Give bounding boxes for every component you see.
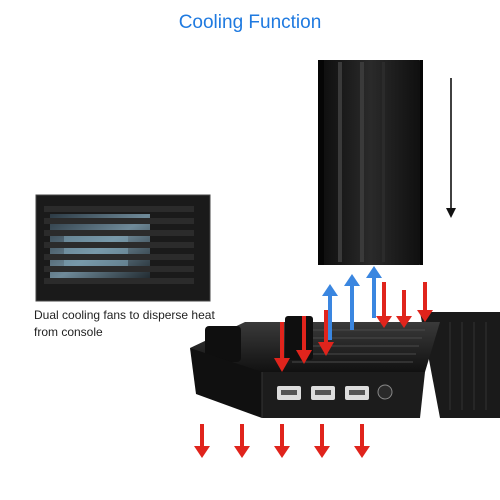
fan-closeup-image xyxy=(35,194,211,302)
up-arrow-icon xyxy=(322,266,382,340)
down-arrow-icon xyxy=(446,78,456,218)
down-arrow-icon xyxy=(376,282,433,328)
down-arrow-icon xyxy=(194,424,370,458)
usb-port-icon xyxy=(311,386,335,400)
usb-port-icon xyxy=(277,386,301,400)
console-image xyxy=(318,60,423,265)
cooling-stand-image xyxy=(190,312,500,418)
fan-caption: Dual cooling fans to disperse heat from … xyxy=(34,308,215,339)
page-title: Cooling Function xyxy=(178,12,322,33)
power-button-icon xyxy=(377,384,393,400)
down-arrow-icon xyxy=(274,310,334,372)
usb-port-icon xyxy=(345,386,369,400)
